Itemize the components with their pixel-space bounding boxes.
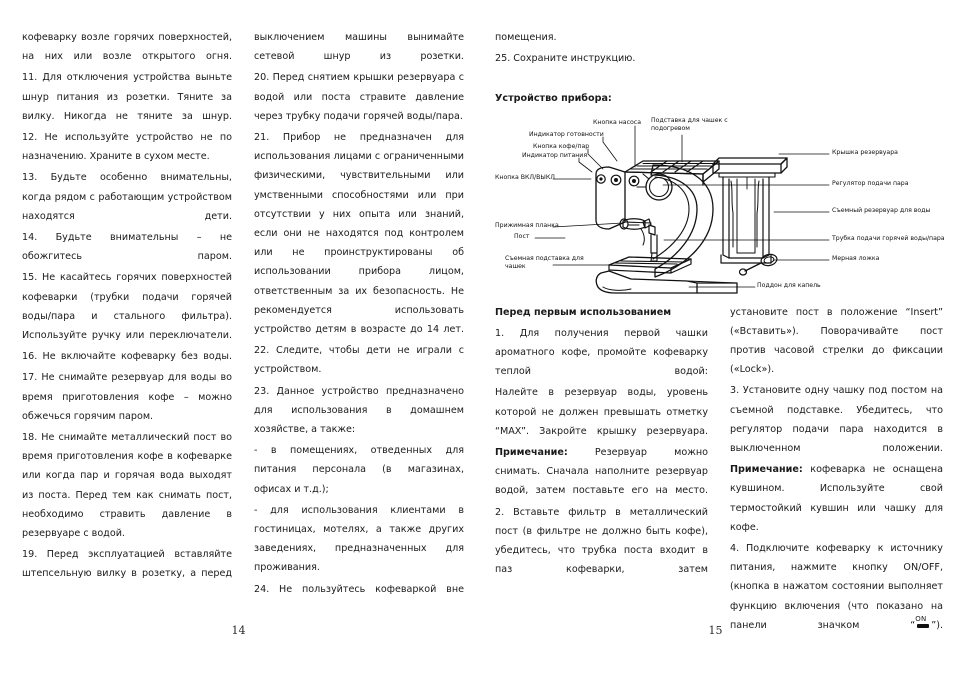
paragraph: - в помещениях, отведенных для питания п… bbox=[254, 445, 464, 495]
label-coffee-steam-button: Кнопка кофе/пар bbox=[533, 142, 590, 150]
spacer bbox=[495, 70, 934, 89]
paragraph: - для использования клиентами в гостиниц… bbox=[254, 504, 464, 574]
coffee-machine-diagram: Кнопка насоса Индикатор готовности Кнопк… bbox=[491, 116, 945, 297]
paragraph: кофеварку возле горячих поверхностей, на… bbox=[22, 32, 232, 63]
page-right: помещения. 25. Сохраните инструкцию. Уст… bbox=[477, 0, 954, 675]
note-paragraph: Примечание: Резервуар можно снимать. Сна… bbox=[495, 443, 708, 501]
paragraph: 11. Для отключения устройства выньте шну… bbox=[22, 72, 232, 122]
label-ready-indicator: Индикатор готовности bbox=[529, 130, 604, 138]
on-icon: ON bbox=[915, 614, 931, 630]
paragraph: 13. Будьте особенно внимательны, когда р… bbox=[22, 172, 232, 222]
paragraph: 17. Не снимайте резервуар для воды во вр… bbox=[22, 372, 232, 422]
note-label: Примечание: bbox=[730, 464, 803, 476]
note-paragraph: Примечание: кофеварка не оснащена кувшин… bbox=[730, 460, 943, 537]
paragraph: 12. Не используйте устройство не по назн… bbox=[22, 132, 232, 163]
label-measuring-spoon: Мерная ложка bbox=[832, 254, 880, 262]
before-first-use-heading: Перед первым использованием bbox=[495, 306, 672, 318]
paragraph: 16. Не включайте кофеварку без воды. bbox=[22, 351, 232, 363]
paragraph: 3. Установите одну чашку под постом на с… bbox=[730, 385, 943, 455]
paragraph: 18. Не снимайте металлический пост во вр… bbox=[22, 432, 232, 540]
label-removable-tank: Съемный резервуар для воды bbox=[832, 206, 931, 214]
on-icon-text: ON bbox=[915, 614, 927, 623]
coffee-machine-drawing bbox=[534, 125, 830, 294]
paragraph: Налейте в резервуар воды, уровень которо… bbox=[495, 387, 708, 437]
column-2: выключением машины вынимайте сетевой шну… bbox=[254, 28, 464, 601]
page-number-left: 14 bbox=[231, 624, 246, 637]
paragraph: 20. Перед снятием крышки резервуара с во… bbox=[254, 72, 464, 122]
paragraph: 23. Данное устройство предназначено для … bbox=[254, 385, 464, 436]
paragraph-with-on-symbol: 4. Подключите кофеварку к источнику пита… bbox=[730, 539, 943, 635]
paragraph: 19. Перед эксплуатацией вставляйте штепс… bbox=[22, 549, 232, 580]
column-3: Перед первым использованием 1. Для получ… bbox=[495, 303, 708, 582]
label-tank-lid: Крышка резервуара bbox=[832, 148, 898, 156]
paragraph: 21. Прибор не предназначен для использов… bbox=[254, 132, 464, 336]
right-page-columns: Перед первым использованием 1. Для получ… bbox=[495, 303, 943, 637]
paragraph: 14. Будьте внимательны – не обожгитесь п… bbox=[22, 232, 232, 263]
label-removable-cup-stand: Съемная подставка для чашек bbox=[505, 254, 584, 270]
page-number-right: 15 bbox=[708, 624, 723, 637]
column-1: кофеварку возле горячих поверхностей, на… bbox=[22, 28, 232, 586]
paragraph: установите пост в положение “Insert” («В… bbox=[730, 306, 943, 376]
column-4: установите пост в положение “Insert” («В… bbox=[730, 303, 943, 637]
paragraph-text-prefix: 4. Подключите кофеварку к источнику пита… bbox=[730, 543, 943, 631]
paragraph-text-suffix: ”). bbox=[931, 619, 943, 631]
label-post: Пост bbox=[514, 232, 530, 240]
label-drip-tray: Поддон для капель bbox=[757, 281, 821, 289]
paragraph: 15. Не касайтесь горячих поверхностей ко… bbox=[22, 272, 232, 342]
label-pump-button: Кнопка насоса bbox=[593, 118, 641, 126]
note-text: кофеварка не оснащена кувшином. Использу… bbox=[730, 464, 943, 533]
paragraph: 2. Вставьте фильтр в металлический пост … bbox=[495, 506, 708, 576]
paragraph: 22. Следите, чтобы дети не играли с устр… bbox=[254, 345, 464, 376]
label-press-bar: Прижимная планка bbox=[495, 221, 559, 229]
page-left: кофеварку возле горячих поверхностей, на… bbox=[22, 28, 464, 637]
label-steam-regulator: Регулятор подачи пара bbox=[832, 179, 909, 187]
paragraph: выключением машины вынимайте сетевой шну… bbox=[254, 32, 464, 63]
paragraph: 1. Для получения первой чашки ароматного… bbox=[495, 327, 708, 378]
left-page-columns: кофеварку возле горячих поверхностей, на… bbox=[22, 28, 464, 601]
label-warming-cup-tray: Подставка для чашек с подогревом bbox=[651, 116, 728, 132]
paragraph: 24. Не пользуйтесь кофеваркой вне bbox=[254, 583, 464, 595]
paragraph: 25. Сохраните инструкцию. bbox=[495, 53, 636, 65]
label-power-indicator: Индикатор питания bbox=[522, 151, 588, 159]
on-icon-bar bbox=[917, 623, 930, 628]
paragraph: помещения. bbox=[495, 32, 557, 43]
note-text: Резервуар можно снимать. Сначала наполни… bbox=[495, 447, 708, 497]
note-label: Примечание: bbox=[495, 447, 568, 459]
label-on-off-button: Кнопка ВКЛ/ВЫКЛ bbox=[495, 173, 555, 181]
label-hot-water-steam-tube: Трубка подачи горячей воды/пара bbox=[832, 234, 945, 242]
device-layout-heading: Устройство прибора: bbox=[495, 93, 612, 105]
